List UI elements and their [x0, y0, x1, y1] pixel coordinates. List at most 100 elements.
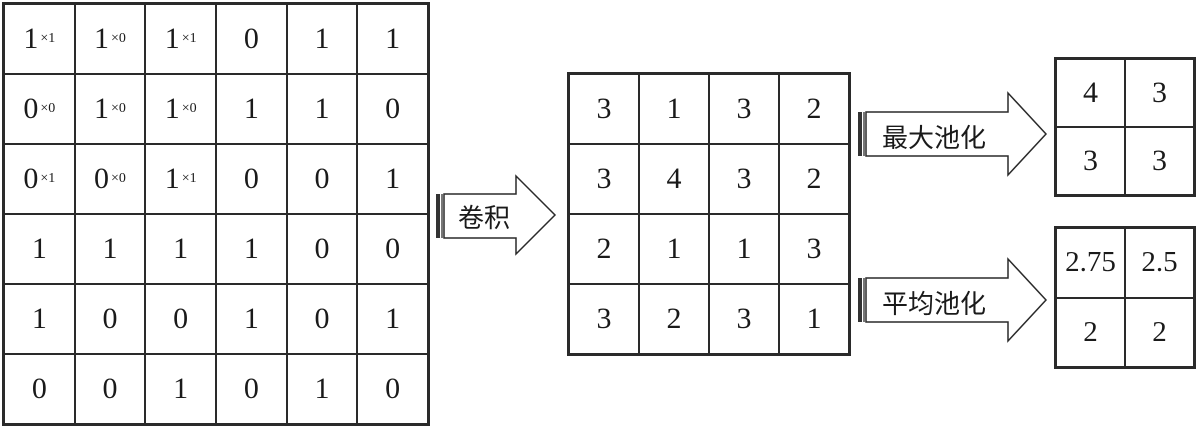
input-cell: 0×0	[74, 144, 146, 214]
feature-map-cell: 3	[569, 74, 639, 144]
input-cell: 0	[215, 144, 287, 214]
input-cell-value: 1	[31, 232, 47, 265]
feature-map-cell: 4	[639, 144, 709, 214]
input-cell: 1	[286, 4, 358, 74]
input-cell: 0	[74, 354, 146, 424]
input-cell: 0	[357, 214, 428, 284]
max-pooling-cell: 3	[1056, 127, 1125, 195]
input-cell-value: 1	[164, 22, 180, 55]
max-pooling-cell: 4	[1056, 59, 1125, 127]
input-cell-value: 0	[94, 162, 110, 195]
avg-pooling-cell: 2.75	[1056, 228, 1125, 298]
input-cell-value: 1	[243, 92, 259, 125]
input-cell: 0	[286, 284, 358, 354]
convolution-arrow: 卷积	[434, 172, 558, 258]
feature-map-cell: 3	[569, 284, 639, 354]
input-cell: 1	[74, 214, 146, 284]
input-cell: 1×1	[4, 4, 75, 74]
input-cell-value: 0	[243, 162, 259, 195]
input-cell-value: 1	[164, 92, 180, 125]
feature-map-cell: 2	[779, 74, 849, 144]
input-cell: 0	[357, 74, 428, 144]
avg-pooling-arrow: 平均池化	[856, 256, 1050, 344]
feature-map-cell: 3	[709, 144, 779, 214]
max-pooling-label: 最大池化	[882, 124, 987, 154]
kernel-weight: ×0	[111, 171, 126, 186]
input-cell-value: 1	[385, 162, 401, 195]
input-cell: 1	[215, 74, 287, 144]
input-cell-value: 0	[314, 232, 330, 265]
input-cell-value: 1	[385, 302, 401, 335]
input-cell-value: 1	[314, 22, 330, 55]
kernel-weight: ×1	[181, 31, 197, 46]
feature-map-cell: 3	[709, 284, 779, 354]
input-cell: 0	[357, 354, 428, 424]
kernel-weight: ×0	[111, 31, 126, 46]
input-cell-value: 1	[173, 372, 189, 405]
max-pooling-cell: 3	[1125, 127, 1194, 195]
kernel-weight: ×0	[111, 101, 126, 116]
input-cell: 0	[286, 214, 358, 284]
feature-map-cell: 3	[569, 144, 639, 214]
input-cell: 0	[74, 284, 146, 354]
input-cell: 1	[357, 144, 428, 214]
input-cell-value: 1	[314, 372, 330, 405]
input-cell: 1×0	[145, 74, 216, 144]
input-cell: 1×0	[74, 4, 146, 74]
kernel-weight: ×1	[40, 31, 56, 46]
input-cell-value: 0	[385, 372, 401, 405]
input-cell: 1	[145, 354, 216, 424]
input-cell: 1	[215, 284, 287, 354]
feature-map-cell: 3	[779, 214, 849, 284]
input-cell: 1	[286, 74, 358, 144]
input-cell-value: 1	[385, 22, 401, 55]
input-cell-value: 1	[243, 232, 259, 265]
input-cell-value: 0	[385, 232, 401, 265]
input-cell: 1×1	[145, 144, 216, 214]
input-cell: 1×1	[145, 4, 216, 74]
input-cell-value: 0	[23, 162, 39, 195]
avg-pooling-cell: 2	[1125, 297, 1194, 367]
input-cell-value: 0	[23, 92, 39, 125]
avg-pooling-cell: 2.5	[1125, 228, 1194, 298]
input-cell-value: 1	[31, 302, 47, 335]
feature-map-cell: 1	[709, 214, 779, 284]
input-cell: 0×0	[4, 74, 75, 144]
feature-map-cell: 2	[639, 284, 709, 354]
input-cell: 0	[4, 354, 75, 424]
feature-map-cell: 1	[639, 214, 709, 284]
feature-map-cell: 3	[709, 74, 779, 144]
input-cell-value: 0	[243, 372, 259, 405]
input-cell-value: 1	[314, 92, 330, 125]
input-cell-value: 1	[164, 162, 180, 195]
kernel-weight: ×1	[181, 171, 197, 186]
kernel-weight: ×1	[40, 171, 56, 186]
input-cell: 0	[215, 4, 287, 74]
input-cell-value: 1	[243, 302, 259, 335]
input-cell-value: 0	[31, 372, 47, 405]
input-cell-value: 0	[243, 22, 259, 55]
input-cell-value: 1	[94, 92, 110, 125]
kernel-weight: ×0	[181, 101, 197, 116]
input-cell: 1	[357, 4, 428, 74]
input-cell: 1	[215, 214, 287, 284]
max-pooling-cell: 3	[1125, 59, 1194, 127]
input-cell: 0	[215, 354, 287, 424]
input-cell-value: 1	[173, 232, 189, 265]
feature-map-cell: 1	[639, 74, 709, 144]
input-cell: 1×0	[74, 74, 146, 144]
convolution-label: 卷积	[458, 204, 511, 234]
input-cell-value: 1	[102, 232, 118, 265]
avg-pooling-label: 平均池化	[882, 290, 987, 320]
input-cell-value: 0	[385, 92, 401, 125]
feature-map-cell: 2	[779, 144, 849, 214]
input-cell: 1	[4, 284, 75, 354]
input-cell-value: 1	[23, 22, 39, 55]
input-cell: 1	[145, 214, 216, 284]
input-cell: 0	[145, 284, 216, 354]
feature-map-cell: 1	[779, 284, 849, 354]
max-pooling-arrow: 最大池化	[856, 90, 1050, 178]
